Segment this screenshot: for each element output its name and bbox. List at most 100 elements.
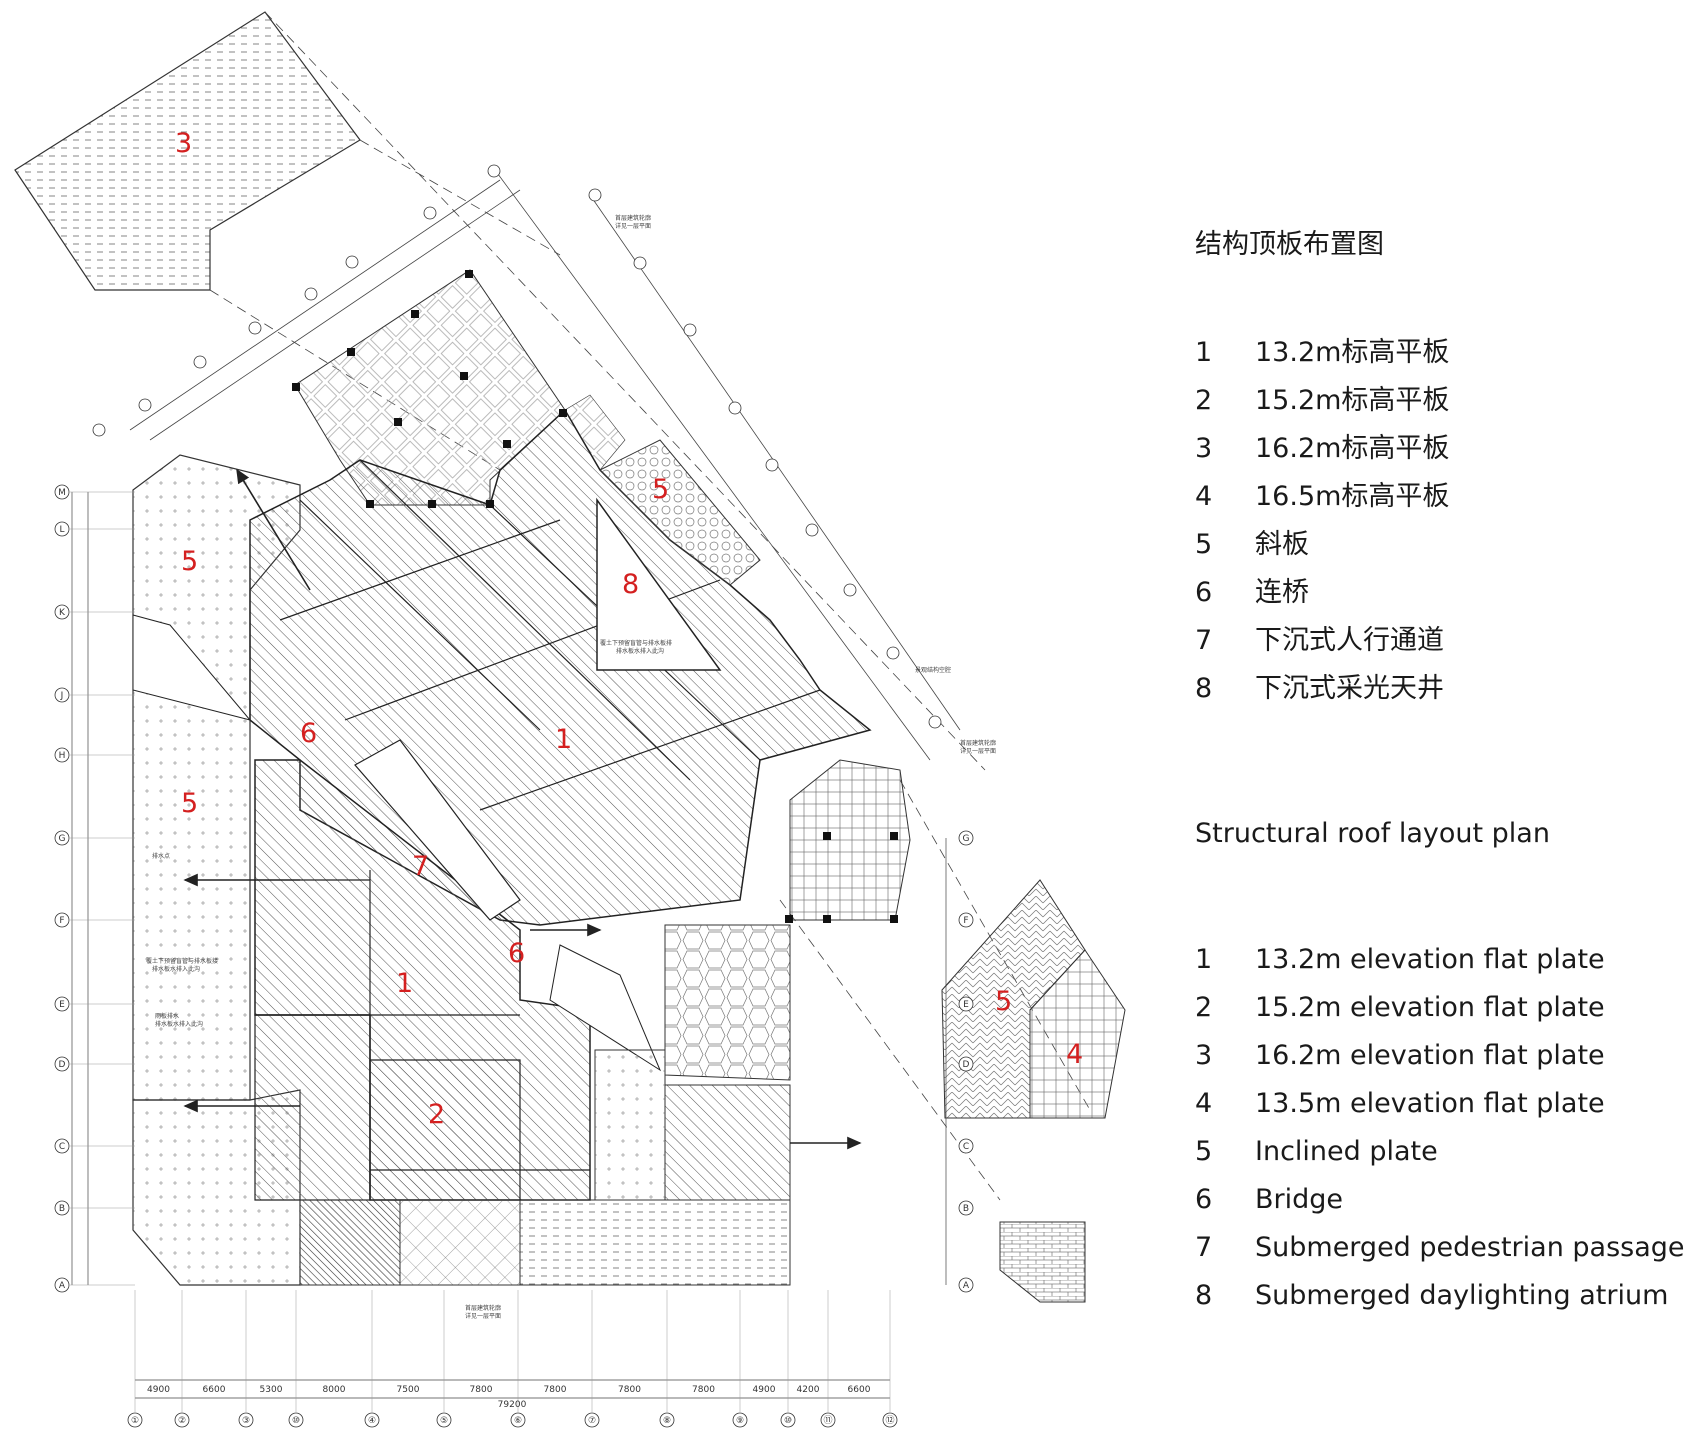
zone-label-4: 4 <box>1066 1039 1083 1070</box>
svg-text:⑦: ⑦ <box>588 1416 596 1426</box>
col-axis-bottom <box>135 1379 890 1399</box>
svg-text:B: B <box>963 1204 969 1214</box>
svg-text:B: B <box>59 1204 65 1214</box>
col-axis-10: ⑨ <box>732 1412 748 1428</box>
dimension-label: 4900 <box>753 1385 776 1395</box>
svg-text:覆土下预留盲管与排水板排: 覆土下预留盲管与排水板排 <box>600 639 672 647</box>
col-axis-13: ⑫ <box>882 1412 898 1428</box>
zone-label-8: 8 <box>622 569 639 600</box>
svg-text:F: F <box>59 916 64 926</box>
svg-text:排水板水排入此沟: 排水板水排入此沟 <box>616 647 664 655</box>
block-upper-square-pattern <box>294 269 626 506</box>
svg-text:排水板水排入此沟: 排水板水排入此沟 <box>152 965 200 973</box>
svg-text:⑤: ⑤ <box>440 1416 448 1426</box>
drainage-arrows <box>183 468 862 1150</box>
svg-text:⑨: ⑨ <box>736 1416 744 1426</box>
svg-text:首层建筑轮廓: 首层建筑轮廓 <box>465 1304 501 1312</box>
row-axis-h: H <box>54 747 70 763</box>
col-axis-12: ⑪ <box>820 1412 836 1428</box>
col-axis-8: ⑦ <box>584 1412 600 1428</box>
svg-text:C: C <box>963 1142 969 1152</box>
svg-text:④: ④ <box>368 1416 376 1426</box>
svg-text:⑫: ⑫ <box>885 1415 894 1426</box>
svg-text:⑥: ⑥ <box>514 1416 522 1426</box>
row-axis-right-g: G <box>958 830 974 846</box>
block-daylighting-atrium <box>596 497 722 671</box>
legend-title-cn: 结构顶板布置图 <box>1195 229 1384 260</box>
row-axis-b: B <box>54 1200 70 1216</box>
col-axis-6: ⑤ <box>436 1412 452 1428</box>
row-axis-right-d: D <box>958 1056 974 1072</box>
svg-text:L: L <box>59 525 64 535</box>
zone-label-6-left: 6 <box>300 718 317 749</box>
block-inclined-plate-hex <box>664 924 791 1081</box>
dimension-label: 4900 <box>147 1385 170 1395</box>
dimension-label: 8000 <box>323 1385 346 1395</box>
svg-text:H: H <box>59 751 66 761</box>
row-axis-right-a: A <box>958 1277 974 1293</box>
block-small-right <box>999 1221 1086 1303</box>
row-axis-k: K <box>54 604 70 620</box>
svg-text:首层建筑轮廓: 首层建筑轮廓 <box>615 214 651 222</box>
svg-text:M: M <box>58 488 66 498</box>
svg-text:详见一层平面: 详见一层平面 <box>960 747 996 755</box>
svg-text:A: A <box>59 1281 66 1291</box>
zone-label-5-top-right: 5 <box>652 474 669 505</box>
col-axis-7: ⑥ <box>510 1412 526 1428</box>
col-axis-5: ④ <box>364 1412 380 1428</box>
dimension-label: 7800 <box>470 1385 493 1395</box>
block-13-2m-plate-main <box>249 408 872 1201</box>
dimension-label: 6600 <box>848 1385 871 1395</box>
row-axis-l: L <box>54 521 70 537</box>
svg-text:③: ③ <box>242 1416 250 1426</box>
svg-text:G: G <box>59 834 66 844</box>
row-axis-right-f: F <box>958 912 974 928</box>
svg-text:E: E <box>59 1000 65 1010</box>
legend-title-en: Structural roof layout plan <box>1195 818 1550 849</box>
zone-label-3: 3 <box>175 128 192 159</box>
row-axis-right-c: C <box>958 1138 974 1154</box>
zone-label-7: 7 <box>412 851 429 882</box>
annotation-notes: 首层建筑轮廓 详见一层平面 景观结构空腔 首层建筑轮廓 详见一层平面 首层建筑轮… <box>146 214 996 1320</box>
block-inclined-plate-circles <box>599 439 761 586</box>
column-markers <box>292 270 898 923</box>
svg-text:⑪: ⑪ <box>823 1415 832 1426</box>
col-axis-2: ② <box>174 1412 190 1428</box>
dimension-label: 6600 <box>203 1385 226 1395</box>
slab-division-lines <box>255 459 821 1200</box>
total-dimension: 79200 <box>498 1400 527 1410</box>
row-axis-left <box>71 492 89 1285</box>
zone-labels: 3 5 5 5 5 8 1 1 6 6 7 2 4 <box>175 128 1083 1130</box>
skew-axis-bubbles <box>92 164 942 729</box>
svg-text:①: ① <box>131 1416 139 1426</box>
svg-text:A: A <box>963 1281 970 1291</box>
svg-text:景观结构空腔: 景观结构空腔 <box>915 666 951 674</box>
zone-label-5-right: 5 <box>995 986 1012 1017</box>
svg-text:K: K <box>59 608 66 618</box>
dimension-label: 7500 <box>397 1385 420 1395</box>
svg-text:②: ② <box>178 1416 186 1426</box>
col-axis-9: ⑧ <box>659 1412 675 1428</box>
row-axis-g: G <box>54 830 70 846</box>
block-pedestrian-passage <box>354 739 521 921</box>
dimension-label: 4200 <box>797 1385 820 1395</box>
svg-text:D: D <box>963 1060 970 1070</box>
col-axis-11: ⑩ <box>780 1412 796 1428</box>
row-axis-d: D <box>54 1056 70 1072</box>
svg-text:J: J <box>60 691 64 701</box>
